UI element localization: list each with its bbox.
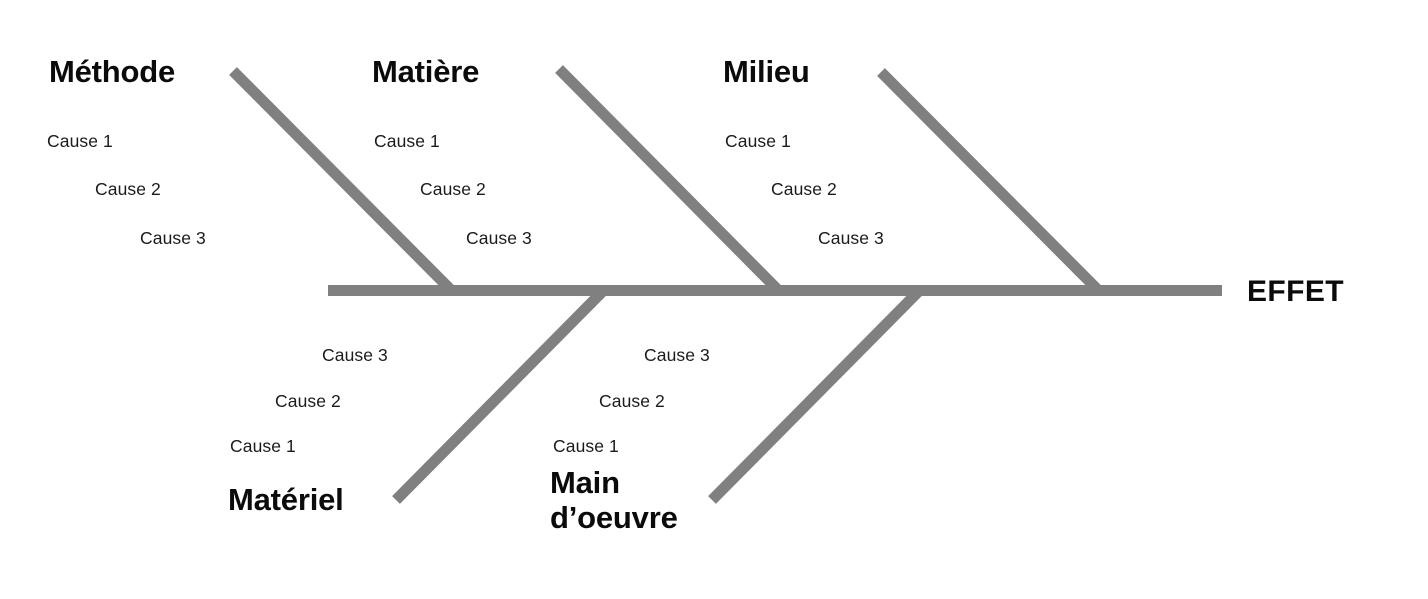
cause-label-milieu-1[interactable]: Cause 1 xyxy=(725,131,791,151)
branch-line-methode xyxy=(229,67,456,295)
branch-title-milieu[interactable]: Milieu xyxy=(723,54,810,89)
cause-label-matiere-2[interactable]: Cause 2 xyxy=(420,179,486,199)
cause-label-main-doeuvre-1[interactable]: Cause 1 xyxy=(553,436,619,456)
branch-line-main-doeuvre xyxy=(708,286,924,504)
branch-title-main-doeuvre-line1: Main xyxy=(550,465,620,500)
branch-line-materiel xyxy=(392,286,608,504)
cause-label-matiere-3[interactable]: Cause 3 xyxy=(466,228,532,248)
cause-label-milieu-2[interactable]: Cause 2 xyxy=(771,179,837,199)
cause-label-methode-3[interactable]: Cause 3 xyxy=(140,228,206,248)
cause-label-matiere-1[interactable]: Cause 1 xyxy=(374,131,440,151)
cause-label-main-doeuvre-3[interactable]: Cause 3 xyxy=(644,345,710,365)
branch-title-main-doeuvre-line2: d’oeuvre xyxy=(550,499,678,535)
cause-label-milieu-3[interactable]: Cause 3 xyxy=(818,228,884,248)
branch-line-milieu xyxy=(877,68,1103,295)
cause-label-materiel-2[interactable]: Cause 2 xyxy=(275,391,341,411)
cause-label-materiel-3[interactable]: Cause 3 xyxy=(322,345,388,365)
branch-title-materiel[interactable]: Matériel xyxy=(228,482,344,517)
branch-title-methode[interactable]: Méthode xyxy=(49,54,176,89)
cause-label-materiel-1[interactable]: Cause 1 xyxy=(230,436,296,456)
effect-label[interactable]: EFFET xyxy=(1247,275,1344,308)
branch-title-matiere[interactable]: Matière xyxy=(372,54,480,89)
cause-label-methode-2[interactable]: Cause 2 xyxy=(95,179,161,199)
branch-title-main-doeuvre[interactable]: Main d’oeuvre xyxy=(550,465,678,535)
branch-line-matiere xyxy=(555,65,783,295)
cause-label-methode-1[interactable]: Cause 1 xyxy=(47,131,113,151)
cause-label-main-doeuvre-2[interactable]: Cause 2 xyxy=(599,391,665,411)
